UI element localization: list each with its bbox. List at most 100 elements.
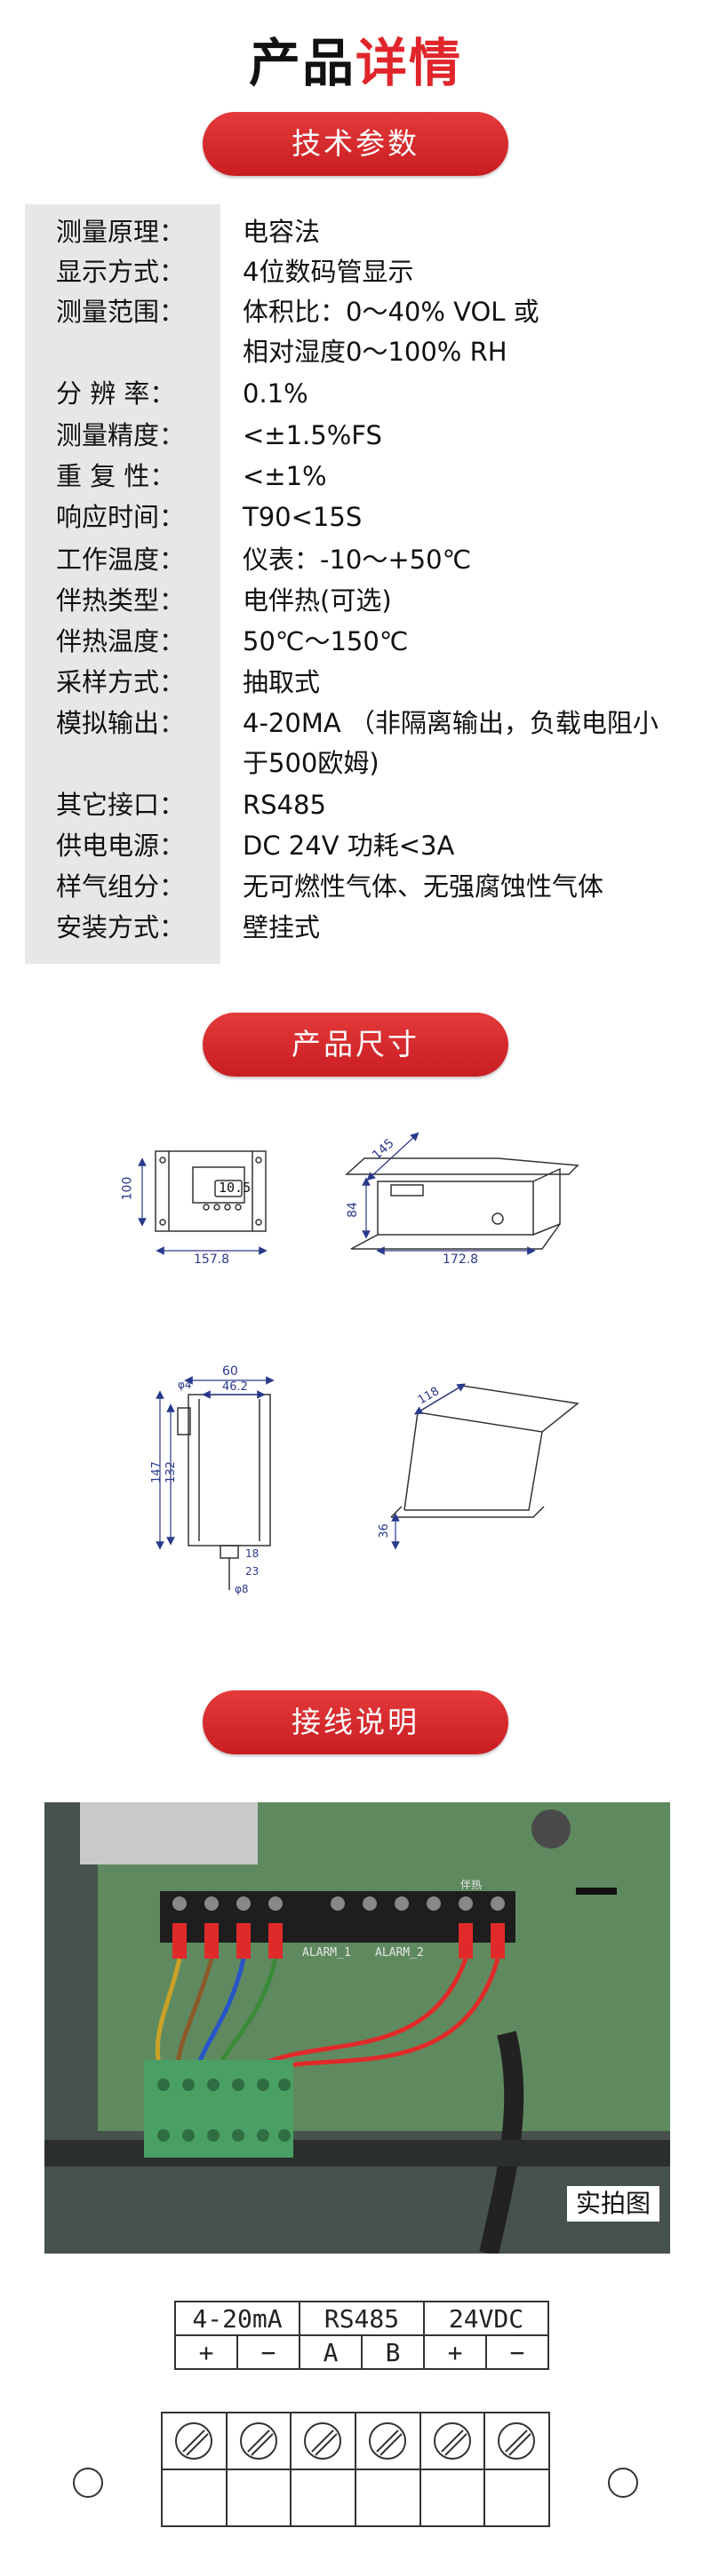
spec-value: 于500欧姆): [243, 748, 379, 778]
dim-height-side: 84: [345, 1202, 360, 1218]
spec-label: 测量精度：: [56, 420, 186, 450]
dim-display-value: 10.5: [219, 1180, 252, 1196]
dimension-drawings-svg: [138, 1132, 579, 1590]
page-title-part1: 产品: [248, 33, 356, 93]
spec-label: 伴热温度：: [56, 626, 186, 656]
screw-icon: [240, 2422, 277, 2460]
spec-label: 其它接口：: [56, 790, 186, 820]
spec-label: 伴热类型：: [56, 585, 186, 616]
terminal-group-label: 24VDC: [423, 2301, 549, 2336]
spec-value: 电伴热(可选): [243, 585, 392, 616]
terminal-block-drawing: [112, 2407, 599, 2532]
page-title: 产品详情: [0, 32, 711, 94]
spec-label: 样气组分：: [56, 871, 186, 902]
wiring-photo: ALARM_1 ALARM_2 伴热 实拍图: [44, 1802, 670, 2254]
label-heat: 伴热: [460, 1879, 483, 1891]
spec-row: 测量精度： <±1.5%FS: [25, 417, 686, 454]
spec-value: 壁挂式: [243, 912, 321, 942]
side-view-top: [345, 1157, 579, 1175]
spec-row: 工作温度： 仪表：-10～+50℃: [25, 541, 686, 578]
dim-height-small: 36: [377, 1523, 391, 1538]
spec-label: 安装方式：: [56, 912, 186, 942]
terminal-group-label: RS485: [299, 2301, 425, 2336]
dim-hole-spacing: 46.2: [222, 1380, 248, 1394]
wiring-photo-svg: [44, 1802, 670, 2254]
spec-value: 4-20MA （非隔离输出，负载电阻小: [243, 708, 659, 738]
section-header-spec: 技术参数: [203, 112, 508, 176]
spec-row: 采样方式：抽取式: [25, 664, 686, 701]
spec-label: 分 辨 率：: [56, 378, 176, 409]
spec-value: DC 24V 功耗<3A: [243, 831, 455, 861]
front-display-window: [192, 1166, 245, 1204]
spec-value: 50℃～150℃: [243, 626, 409, 656]
section-header-size: 产品尺寸: [203, 1013, 508, 1077]
spec-value: 抽取式: [243, 667, 321, 697]
terminal-block-svg: [161, 2412, 550, 2527]
dim-phi-pipe: φ8: [235, 1583, 249, 1595]
mounting-hole-right: [608, 2468, 638, 2498]
spec-label-background: [25, 204, 220, 964]
terminal-pin-label: A: [299, 2334, 363, 2370]
spec-label: 重 复 性：: [56, 461, 176, 491]
dim-phi-small: φ4: [178, 1379, 192, 1391]
spec-value: RS485: [243, 790, 326, 820]
dim-gland-b: 23: [245, 1565, 260, 1578]
spec-label: 显示方式：: [56, 257, 186, 287]
dim-width-front: 157.8: [194, 1252, 230, 1267]
section-header-wiring: 接线说明: [203, 1690, 508, 1754]
dim-width-side: 172.8: [443, 1252, 479, 1267]
dim-top-width: 60: [222, 1364, 238, 1379]
screw-icon: [175, 2422, 212, 2460]
spec-label: 测量原理：: [56, 217, 186, 247]
terminal-pin-label: +: [423, 2334, 487, 2370]
screw-icon: [434, 2422, 471, 2460]
terminal-pin-label: −: [236, 2334, 300, 2370]
spec-row: 响应时间： T90<15S: [25, 498, 686, 536]
label-alarm2: ALARM_2: [375, 1946, 424, 1960]
spec-label: 供电电源：: [56, 831, 186, 861]
spec-label: 测量范围：: [56, 297, 186, 327]
dimension-drawings: 10.5 100 157.8 145 84 172.8 60 46.2 φ4 1…: [0, 1093, 711, 1661]
bottom-iso-top: [415, 1385, 579, 1433]
spec-label: 工作温度：: [56, 545, 186, 575]
spec-label: 模拟输出：: [56, 708, 186, 738]
photo-caption: 实拍图: [566, 2186, 659, 2222]
spec-row: 分 辨 率： 0.1%: [25, 375, 686, 412]
spec-label: 响应时间：: [56, 502, 186, 532]
screw-icon: [498, 2422, 535, 2460]
mounting-hole-left: [73, 2468, 103, 2498]
spec-row: 模拟输出： 4-20MA （非隔离输出，负载电阻小: [25, 704, 686, 742]
spec-row: 伴热类型： 电伴热(可选): [25, 582, 686, 619]
spec-row: 其它接口： RS485: [25, 786, 686, 823]
terminal-pin-label: +: [174, 2334, 238, 2370]
spec-row: 伴热温度： 50℃～150℃: [25, 623, 686, 660]
dim-gland-a: 18: [245, 1547, 260, 1560]
screw-icon: [304, 2422, 341, 2460]
terminal-pin-label: B: [361, 2334, 425, 2370]
dim-height-inner: 132: [164, 1461, 178, 1483]
spec-row: 测量原理： 电容法: [25, 213, 686, 250]
terminal-label-table: 4-20mA RS485 24VDC + − A B + −: [174, 2301, 549, 2370]
side-view-box: [377, 1181, 534, 1236]
spec-value: 4位数码管显示: [243, 257, 414, 287]
page-title-part2: 详情: [356, 33, 463, 93]
spec-value: 0.1%: [243, 378, 308, 409]
spec-value: 相对湿度0～100% RH: [243, 337, 507, 367]
dim-height-front: 100: [120, 1176, 135, 1201]
spec-row: 相对湿度0～100% RH: [25, 333, 686, 370]
spec-value: 无可燃性气体、无强腐蚀性气体: [243, 871, 604, 902]
spec-row: 供电电源： DC 24V 功耗<3A: [25, 827, 686, 864]
spec-value: 仪表：-10～+50℃: [243, 545, 472, 575]
side-view-2: [188, 1394, 271, 1546]
screw-icon: [369, 2422, 406, 2460]
spec-row: 重 复 性： <±1%: [25, 457, 686, 495]
spec-row: 显示方式： 4位数码管显示: [25, 253, 686, 290]
spec-value: <±1.5%FS: [243, 420, 382, 450]
front-view-outline: [155, 1150, 267, 1232]
spec-value: T90<15S: [243, 502, 363, 532]
spec-value: 电容法: [243, 217, 321, 247]
spec-value: <±1%: [243, 461, 327, 491]
label-alarm1: ALARM_1: [302, 1946, 351, 1960]
spec-row: 测量范围：体积比：0～40% VOL 或: [25, 293, 686, 330]
spec-row: 样气组分： 无可燃性气体、无强腐蚀性气体: [25, 868, 686, 905]
